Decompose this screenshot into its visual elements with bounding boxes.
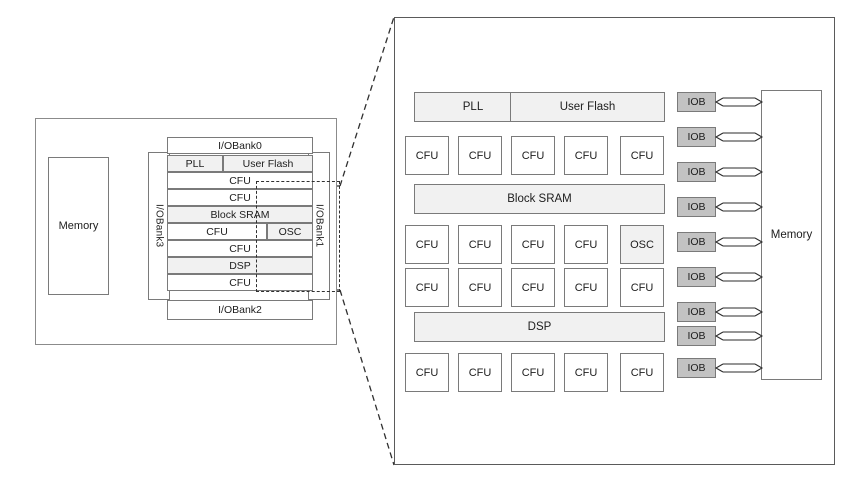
detail-block-cfu-r2c1-label: CFU [415,238,439,251]
detail-block-iob-1-label: IOB [687,96,706,108]
detail-block-iob-2: IOB [677,127,716,147]
detail-block-user-flash-label: User Flash [559,101,616,113]
detail-block-cfu-r3c2-label: CFU [468,281,492,294]
detail-block-cfu-r1c5-label: CFU [630,149,654,162]
overview-iobank2: I/OBank2 [167,300,313,320]
detail-block-cfu-r3c1: CFU [405,268,449,307]
detail-block-iob-1: IOB [677,92,716,112]
overview-block-user-flash-label: User Flash [242,157,294,170]
detail-block-osc-label: OSC [630,238,654,251]
detail-block-cfu-r2c4-label: CFU [574,238,598,251]
callout-line-top [339,16,395,187]
detail-block-cfu-r4c1: CFU [405,353,449,392]
detail-block-cfu-r2c2: CFU [458,225,502,264]
detail-block-iob-7-label: IOB [687,306,706,318]
detail-block-cfu-r1c4-label: CFU [574,149,598,162]
detail-block-iob-4-label: IOB [687,201,706,213]
detail-block-cfu-r2c2-label: CFU [468,238,492,251]
overview-iobank2-label: I/OBank2 [218,304,262,316]
overview-block-user-flash: User Flash [223,155,313,172]
detail-block-iob-8-label: IOB [687,330,706,342]
detail-block-iob-2-label: IOB [687,131,706,143]
overview-block-cfu-4-label: CFU [229,242,251,255]
detail-block-cfu-r3c3-label: CFU [521,281,545,294]
detail-block-cfu-r3c5: CFU [620,268,664,307]
overview-block-sram-label: Block SRAM [210,208,270,221]
overview-iobank0: I/OBank0 [167,137,313,154]
callout-line-bottom [339,289,395,466]
detail-block-cfu-r4c5-label: CFU [630,366,654,379]
detail-block-cfu-r4c3: CFU [511,353,555,392]
overview-block-pll-label: PLL [185,157,205,170]
detail-block-cfu-r3c1-label: CFU [415,281,439,294]
detail-block-cfu-r3c3: CFU [511,268,555,307]
detail-block-cfu-r2c3-label: CFU [521,238,545,251]
overview-iobank1-label: I/OBank1 [313,204,325,248]
overview-block-cfu-2-label: CFU [229,191,251,204]
detail-block-iob-6-label: IOB [687,271,706,283]
detail-block-iob-6: IOB [677,267,716,287]
detail-block-cfu-r2c4: CFU [564,225,608,264]
detail-block-sram: Block SRAM [414,184,665,214]
detail-block-cfu-r3c4-label: CFU [574,281,598,294]
detail-block-iob-3-label: IOB [687,166,706,178]
detail-block-cfu-r2c1: CFU [405,225,449,264]
detail-block-iob-3: IOB [677,162,716,182]
detail-block-cfu-r1c2-label: CFU [468,149,492,162]
detail-block-iob-7: IOB [677,302,716,322]
overview-block-osc: OSC [267,223,313,240]
magnified-region-marker [256,181,340,292]
overview-block-cfu-1: CFU [167,172,313,189]
overview-block-cfu-3: CFU [167,223,267,240]
overview-iobank3-label: I/OBank3 [153,204,165,248]
detail-block-osc: OSC [620,225,664,264]
detail-block-cfu-r1c4: CFU [564,136,608,175]
detail-block-cfu-r1c5: CFU [620,136,664,175]
detail-block-iob-5-label: IOB [687,236,706,248]
overview-block-dsp-label: DSP [229,259,251,272]
detail-block-cfu-r4c2: CFU [458,353,502,392]
overview-memory-label: Memory [58,220,99,232]
overview-block-cfu-5-label: CFU [229,276,251,289]
detail-memory-label: Memory [770,229,813,241]
detail-block-iob-8: IOB [677,326,716,346]
overview-block-dsp: DSP [167,257,313,274]
detail-block-cfu-r3c2: CFU [458,268,502,307]
overview-block-cfu-2: CFU [167,189,313,206]
overview-block-pll: PLL [167,155,223,172]
overview-block-cfu-1-label: CFU [229,174,251,187]
detail-block-cfu-r4c3-label: CFU [521,366,545,379]
overview-block-osc-label: OSC [278,225,302,238]
detail-block-cfu-r3c5-label: CFU [630,281,654,294]
detail-memory-block: Memory [761,90,822,380]
detail-block-sram-label: Block SRAM [507,193,572,205]
detail-block-cfu-r4c2-label: CFU [468,366,492,379]
detail-block-iob-5: IOB [677,232,716,252]
detail-block-cfu-r4c4: CFU [564,353,608,392]
overview-block-cfu-4: CFU [167,240,313,257]
detail-block-cfu-r4c1-label: CFU [415,366,439,379]
detail-block-cfu-r1c3: CFU [511,136,555,175]
detail-block-iob-9-label: IOB [687,362,706,374]
detail-block-cfu-r1c3-label: CFU [521,149,545,162]
overview-memory-block: Memory [48,157,109,295]
detail-block-cfu-r4c5: CFU [620,353,664,392]
detail-block-iob-4: IOB [677,197,716,217]
detail-block-cfu-r1c1: CFU [405,136,449,175]
overview-block-cfu-5: CFU [167,274,313,291]
detail-block-cfu-r2c3: CFU [511,225,555,264]
overview-block-sram: Block SRAM [167,206,313,223]
detail-block-cfu-r1c2: CFU [458,136,502,175]
overview-block-cfu-3-label: CFU [206,225,228,238]
detail-block-user-flash: User Flash [510,92,665,122]
detail-block-pll-label: PLL [462,101,484,113]
overview-iobank0-label: I/OBank0 [218,139,262,152]
detail-block-iob-9: IOB [677,358,716,378]
detail-block-cfu-r4c4-label: CFU [574,366,598,379]
detail-block-dsp-label: DSP [527,321,552,333]
detail-block-cfu-r3c4: CFU [564,268,608,307]
detail-block-dsp: DSP [414,312,665,342]
detail-block-cfu-r1c1-label: CFU [415,149,439,162]
